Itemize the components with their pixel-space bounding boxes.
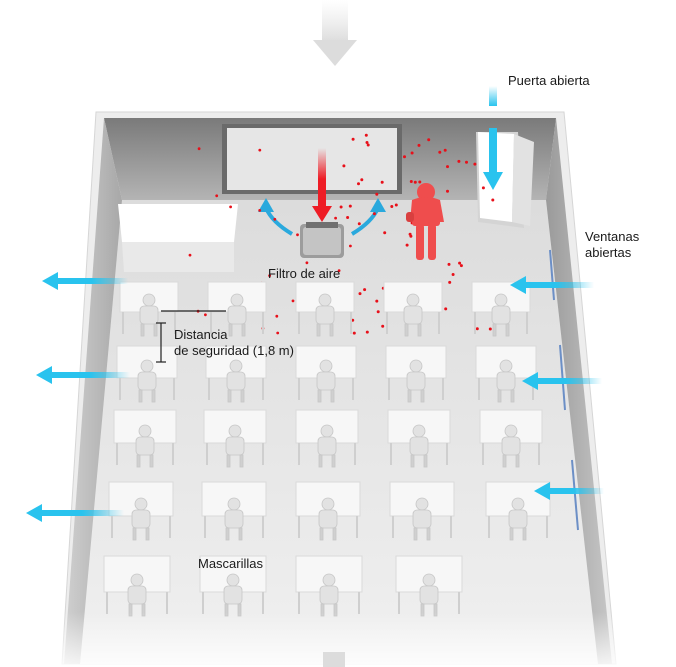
top-air-arrow [313, 0, 357, 66]
door-label: Puerta abierta [508, 73, 590, 89]
safety-distance-label: Distancia de seguridad (1,8 m) [174, 327, 294, 359]
air-filter-icon [300, 222, 344, 258]
masks-label: Mascarillas [198, 556, 263, 572]
windows-label: Ventanas abiertas [585, 229, 639, 261]
teacher-desk [118, 204, 238, 272]
whiteboard [222, 124, 402, 194]
open-door [476, 132, 534, 228]
safety-distance-label-line-2: de seguridad (1,8 m) [174, 343, 294, 359]
air-filter-label: Filtro de aire [268, 266, 340, 282]
safety-distance-label-line-1: Distancia [174, 327, 294, 343]
windows-label-line-1: Ventanas [585, 229, 639, 245]
windows-label-line-2: abiertas [585, 245, 639, 261]
